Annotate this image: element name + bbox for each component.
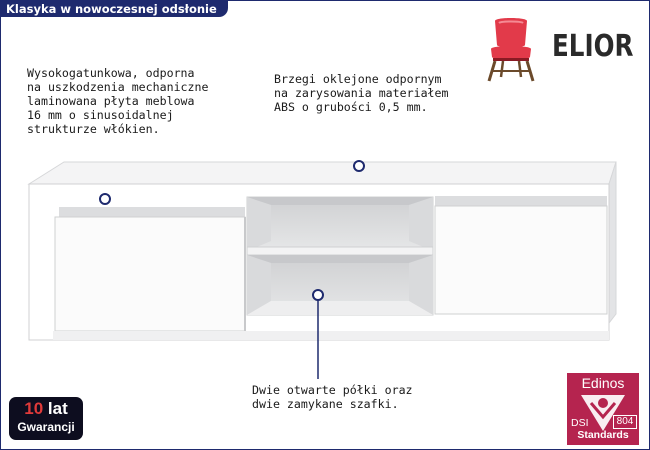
material-note-line: strukturze włókien.: [27, 122, 160, 136]
cabinet-plinth: [53, 331, 609, 340]
certification-emblem-icon: [581, 395, 625, 431]
brand-logo: ELIOR: [481, 15, 636, 85]
warranty-number: 10: [24, 399, 44, 418]
material-note-line: 16 mm o sinusoidalnej: [27, 108, 174, 122]
callout-dot-edges: [353, 160, 365, 172]
edges-note-line: na zarysowania materiałem: [274, 86, 449, 100]
certification-badge: Edinos DSI 804 Standards: [567, 373, 639, 445]
shelves-note-line: Dwie otwarte półki oraz: [252, 383, 413, 397]
certification-prefix: DSI: [571, 417, 589, 429]
right-cabinet-door: [434, 205, 608, 315]
cabinet-top: [27, 161, 617, 185]
red-chair-icon: [487, 18, 535, 82]
warranty-years: 10 lat: [9, 397, 83, 419]
edges-note: Brzegi oklejone odpornym na zarysowania …: [274, 72, 449, 114]
brand-name: ELIOR: [552, 29, 634, 64]
certification-code: 804: [613, 415, 637, 429]
shelves-note: Dwie otwarte półki oraz dwie zamykane sz…: [252, 383, 413, 411]
material-note-line: Wysokogatunkowa, odporna: [27, 66, 195, 80]
left-cabinet-door: [54, 216, 246, 332]
material-note-line: na uszkodzenia mechaniczne: [27, 80, 209, 94]
callout-dot-material: [99, 193, 111, 205]
shelves-note-line: dwie zamykane szafki.: [252, 397, 399, 411]
right-cabinet-recess: [435, 196, 607, 208]
page-title: Klasyka w nowoczesnej odsłonie: [1, 1, 228, 17]
material-note: Wysokogatunkowa, odporna na uszkodzenia …: [27, 66, 208, 136]
warranty-unit: lat: [47, 399, 68, 418]
material-note-line: laminowana płyta meblowa: [27, 94, 195, 108]
left-cabinet-recess: [59, 207, 245, 219]
certification-label: Standards: [577, 429, 629, 441]
cabinet-right-side: [608, 161, 617, 325]
middle-shelf: [246, 246, 434, 256]
shelf-compartment-upper: [246, 196, 434, 252]
edges-note-line: Brzegi oklejone odpornym: [274, 72, 442, 86]
warranty-badge: 10 lat Gwarancji: [9, 397, 83, 440]
certification-title: Edinos: [581, 375, 625, 391]
warranty-label: Gwarancji: [17, 420, 75, 434]
edges-note-line: ABS o grubości 0,5 mm.: [274, 100, 428, 114]
callout-dot-shelves: [312, 289, 324, 301]
